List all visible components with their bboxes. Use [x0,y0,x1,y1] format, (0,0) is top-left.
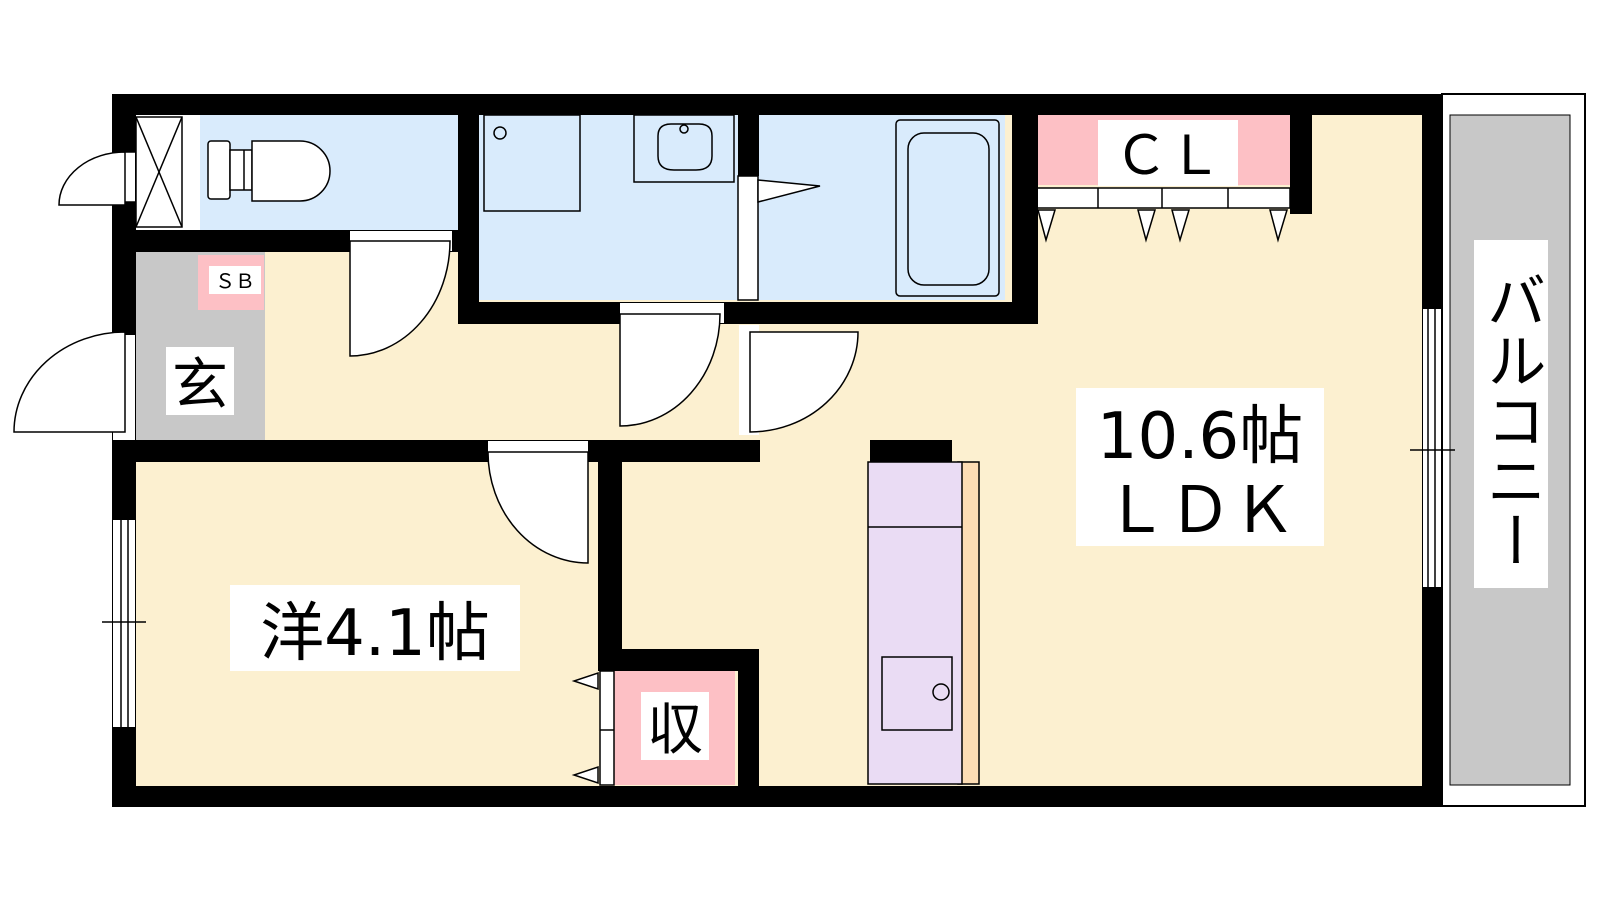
bathroom-door[interactable] [737,175,821,301]
outer-wall-bottom [112,786,1442,807]
outer-wall-top [112,94,1442,115]
wall-storage-top [598,649,759,671]
bathtub-inner [907,132,990,286]
ldk-label-bg [1076,388,1324,546]
counter-wall [870,440,952,462]
shoe-box-label-bg [209,266,261,294]
toilet-door[interactable] [349,240,451,357]
room-labels: 玄 ＣＬ 10.6帖 ＬＤＫ 洋4.1帖 収 バルコニー [166,120,1548,763]
folding-door-mark [1269,209,1289,243]
sink [881,656,953,731]
storage-door-mark [571,671,599,691]
cupboard-door[interactable] [58,151,126,206]
entrance-label-bg [166,347,234,415]
ldk-window-opening [1423,309,1441,587]
wall-bath-right [1012,94,1038,324]
toilet-bowl [251,140,331,202]
cupboard-cross [135,116,183,228]
folding-door-mark [1171,209,1191,243]
storage-door-frame [599,670,615,786]
shoe-box-label: ＳＢ [215,269,255,293]
balcony-label: バルコニー [1476,270,1546,570]
ldk-door[interactable] [749,331,859,433]
counter-top [867,461,963,785]
wall-west-right [598,440,622,671]
drain-icon [493,126,507,140]
kitchen-counter [867,440,980,785]
west-window-opening [113,520,135,727]
wall-storage-right [738,649,759,807]
folding-door-mark [1137,209,1157,243]
toilet-tank [207,140,231,200]
wall-wash-bath [738,94,759,176]
western-room-label: 洋4.1帖 [260,597,490,671]
western-label-bg [230,585,520,671]
toilet [207,140,331,202]
folding-door-mark [1037,209,1057,243]
entrance-cupboard [135,116,183,228]
bath-door-frame [737,175,759,301]
doors[interactable] [13,151,859,564]
wall-wet-bottom [458,302,1038,324]
storage-label-bg [641,692,709,760]
walls [112,94,1442,807]
entrance-door[interactable] [13,331,126,433]
washroom-door[interactable] [619,313,721,427]
bath-door-leaf [757,179,821,203]
closet-cl-label: ＣＬ [1114,124,1222,187]
wall-hall-bottom [112,440,760,462]
wall-toilet-right [458,94,479,324]
storage-label: 収 [647,698,703,763]
washroom-fixtures [483,114,735,212]
western-room-door[interactable] [487,451,589,564]
sink-drain [932,683,950,701]
closet-cl-label-bg [1098,120,1238,186]
ldk-type-label: ＬＤＫ [1104,474,1296,548]
wall-closet-right [1290,94,1312,214]
entrance-label: 玄 [172,353,228,418]
toilet-seat-base [229,149,253,191]
bathtub [895,119,1000,297]
storage-door-mark [571,765,599,785]
ldk-area-label: 10.6帖 [1097,400,1304,474]
faucet [679,124,689,134]
balcony-label-bg [1474,240,1548,588]
shoe-box: ＳＢ [198,255,264,310]
basin [657,123,713,171]
washroom-floor [465,115,740,300]
